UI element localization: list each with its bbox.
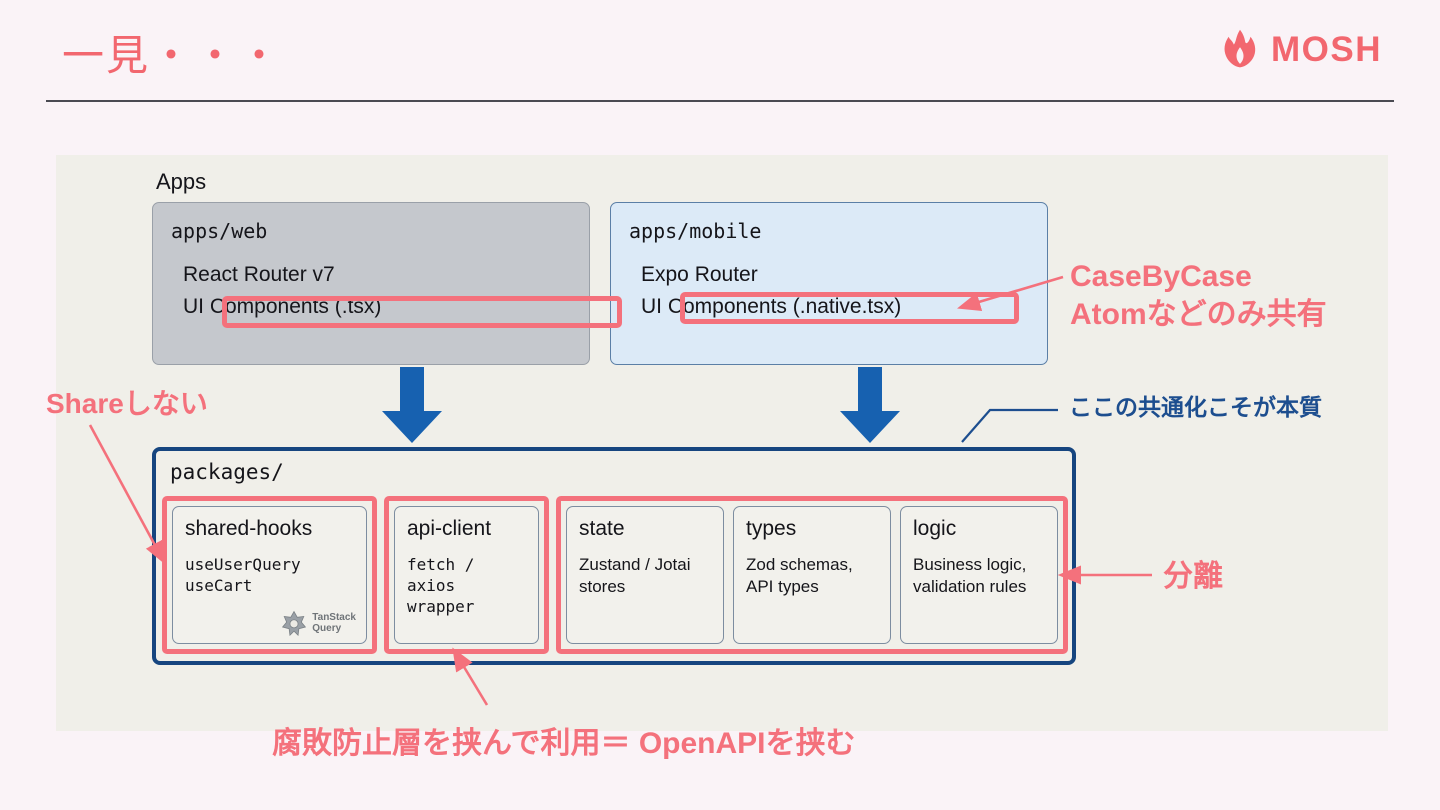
app-box-web: apps/web React Router v7 UI Components (… [152, 202, 590, 365]
arrow-down-web-icon [382, 367, 442, 443]
annotation-case-by-case-line1: CaseByCase [1070, 260, 1252, 293]
package-body-api-client: fetch / axios wrapper [407, 555, 475, 617]
architecture-diagram: Apps apps/web React Router v7 UI Compone… [56, 155, 1388, 731]
app-web-path: apps/web [171, 219, 268, 243]
annotation-kyotsuka: ここの共通化こそが本質 [1069, 394, 1322, 420]
annotation-case-by-case-line2: Atomなどのみ共有 [1070, 298, 1327, 332]
annotation-bottom-note: 腐敗防止層を挟んで利用＝ OpenAPIを挟む [272, 727, 856, 760]
package-title-shared-hooks: shared-hooks [185, 517, 313, 540]
app-mobile-line-router: Expo Router [641, 263, 758, 286]
brand-logo: MOSH [1219, 28, 1382, 70]
package-body-shared-hooks: useUserQuery useCart [185, 555, 301, 596]
annotation-bunri: 分離 [1163, 560, 1223, 593]
highlight-web-ui-components [222, 296, 622, 328]
package-card-state: state Zustand / Jotai stores [566, 506, 724, 644]
app-web-line-router: React Router v7 [183, 263, 335, 286]
package-outline-core-group: state Zustand / Jotai stores types Zod s… [556, 496, 1068, 654]
tanstack-logo-icon [282, 610, 307, 636]
package-body-logic: Business logic, validation rules [913, 555, 1027, 597]
package-card-logic: logic Business logic, validation rules [900, 506, 1058, 644]
package-card-types: types Zod schemas, API types [733, 506, 891, 644]
arrow-down-mobile-icon [840, 367, 900, 443]
annotation-share-shinai: Shareしない [46, 388, 208, 419]
app-mobile-path: apps/mobile [629, 219, 762, 243]
package-card-api-client: api-client fetch / axios wrapper [394, 506, 539, 644]
app-box-mobile: apps/mobile Expo Router UI Components (.… [610, 202, 1048, 365]
package-title-state: state [579, 517, 625, 540]
annotation-case-by-case: CaseByCase Atomなどのみ共有 [1070, 258, 1327, 335]
packages-card-row: shared-hooks useUserQuery useCart TanSta… [162, 496, 1070, 654]
package-body-state: Zustand / Jotai stores [579, 555, 691, 597]
page-title: 一見・・・ [62, 32, 283, 79]
core-package-group: state Zustand / Jotai stores types Zod s… [566, 506, 1058, 644]
package-title-api-client: api-client [407, 517, 492, 540]
apps-section-label: Apps [156, 169, 207, 194]
packages-label: packages/ [170, 460, 284, 484]
flame-icon [1224, 29, 1256, 68]
package-outline-shared-hooks: shared-hooks useUserQuery useCart TanSta… [162, 496, 377, 654]
package-body-types: Zod schemas, API types [746, 555, 853, 597]
highlight-mobile-ui-components [680, 292, 1019, 324]
package-outline-api-client: api-client fetch / axios wrapper [384, 496, 549, 654]
package-card-shared-hooks: shared-hooks useUserQuery useCart TanSta… [172, 506, 367, 644]
app-mobile-line-ui-components: UI Components (.native.tsx) [641, 295, 902, 318]
package-title-logic: logic [913, 517, 957, 540]
brand-name: MOSH [1271, 29, 1382, 69]
header-divider [46, 100, 1394, 102]
packages-box: packages/ shared-hooks useUserQuery useC… [152, 447, 1076, 665]
package-title-types: types [746, 517, 797, 540]
